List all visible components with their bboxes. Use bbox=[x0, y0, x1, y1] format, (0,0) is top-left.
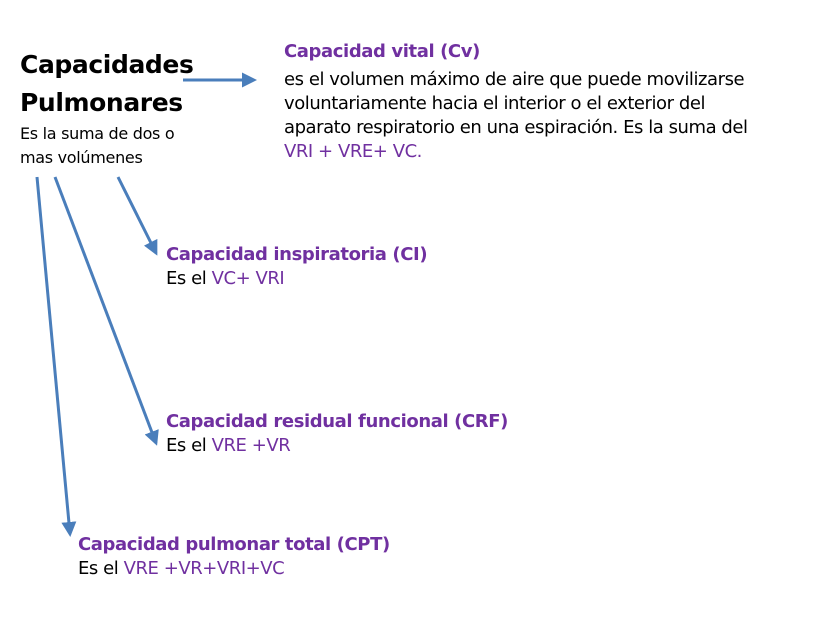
capacidad-pulmonar-total-block: Capacidad pulmonar total (CPT) Es el VRE… bbox=[78, 533, 390, 581]
capacidad-inspiratoria-block: Capacidad inspiratoria (CI) Es el VC+ VR… bbox=[166, 243, 428, 291]
capacidad-inspiratoria-formula: VC+ VRI bbox=[211, 268, 285, 289]
capacidad-vital-line3: aparato respiratorio en una espiración. … bbox=[284, 117, 748, 138]
capacidad-residual-funcional-formula: VRE +VR bbox=[211, 435, 291, 456]
main-title-line2: Pulmonares bbox=[20, 88, 183, 117]
capacidad-vital-line1: es el volumen máximo de aire que puede m… bbox=[284, 69, 745, 90]
capacidad-residual-funcional-definition: Es el VRE +VR bbox=[166, 434, 508, 458]
main-title-line1: Capacidades bbox=[20, 50, 194, 79]
capacidad-pulmonar-total-prefix: Es el bbox=[78, 558, 119, 579]
capacidad-inspiratoria-prefix: Es el bbox=[166, 268, 207, 289]
main-title: Capacidades Pulmonares bbox=[20, 46, 194, 122]
subtitle-line1: Es la suma de dos o bbox=[20, 124, 175, 143]
arrow-to-capacidad-inspiratoria bbox=[116, 176, 158, 256]
capacidad-pulmonar-total-heading: Capacidad pulmonar total (CPT) bbox=[78, 534, 390, 555]
capacidad-vital-heading: Capacidad vital (Cv) bbox=[284, 41, 480, 62]
subtitle-line2: mas volúmenes bbox=[20, 148, 143, 167]
capacidad-pulmonar-total-definition: Es el VRE +VR+VRI+VC bbox=[78, 557, 390, 581]
capacidad-residual-funcional-prefix: Es el bbox=[166, 435, 207, 456]
capacidad-vital-formula: VRI + VRE+ VC. bbox=[284, 141, 422, 162]
arrow-to-capacidad-residual-funcional bbox=[53, 176, 159, 446]
capacidad-inspiratoria-definition: Es el VC+ VRI bbox=[166, 267, 427, 291]
capacidad-inspiratoria-heading: Capacidad inspiratoria (CI) bbox=[166, 244, 428, 265]
arrow-to-capacidad-pulmonar-total bbox=[35, 176, 77, 537]
main-subtitle: Es la suma de dos o mas volúmenes bbox=[20, 122, 175, 170]
capacidad-vital-line2: voluntariamente hacia el interior o el e… bbox=[284, 93, 705, 114]
capacidad-pulmonar-total-formula: VRE +VR+VRI+VC bbox=[123, 558, 285, 579]
capacidad-residual-funcional-block: Capacidad residual funcional (CRF) Es el… bbox=[166, 410, 508, 458]
capacidad-vital-block: Capacidad vital (Cv) es el volumen máxim… bbox=[284, 40, 748, 164]
capacidad-residual-funcional-heading: Capacidad residual funcional (CRF) bbox=[166, 411, 508, 432]
